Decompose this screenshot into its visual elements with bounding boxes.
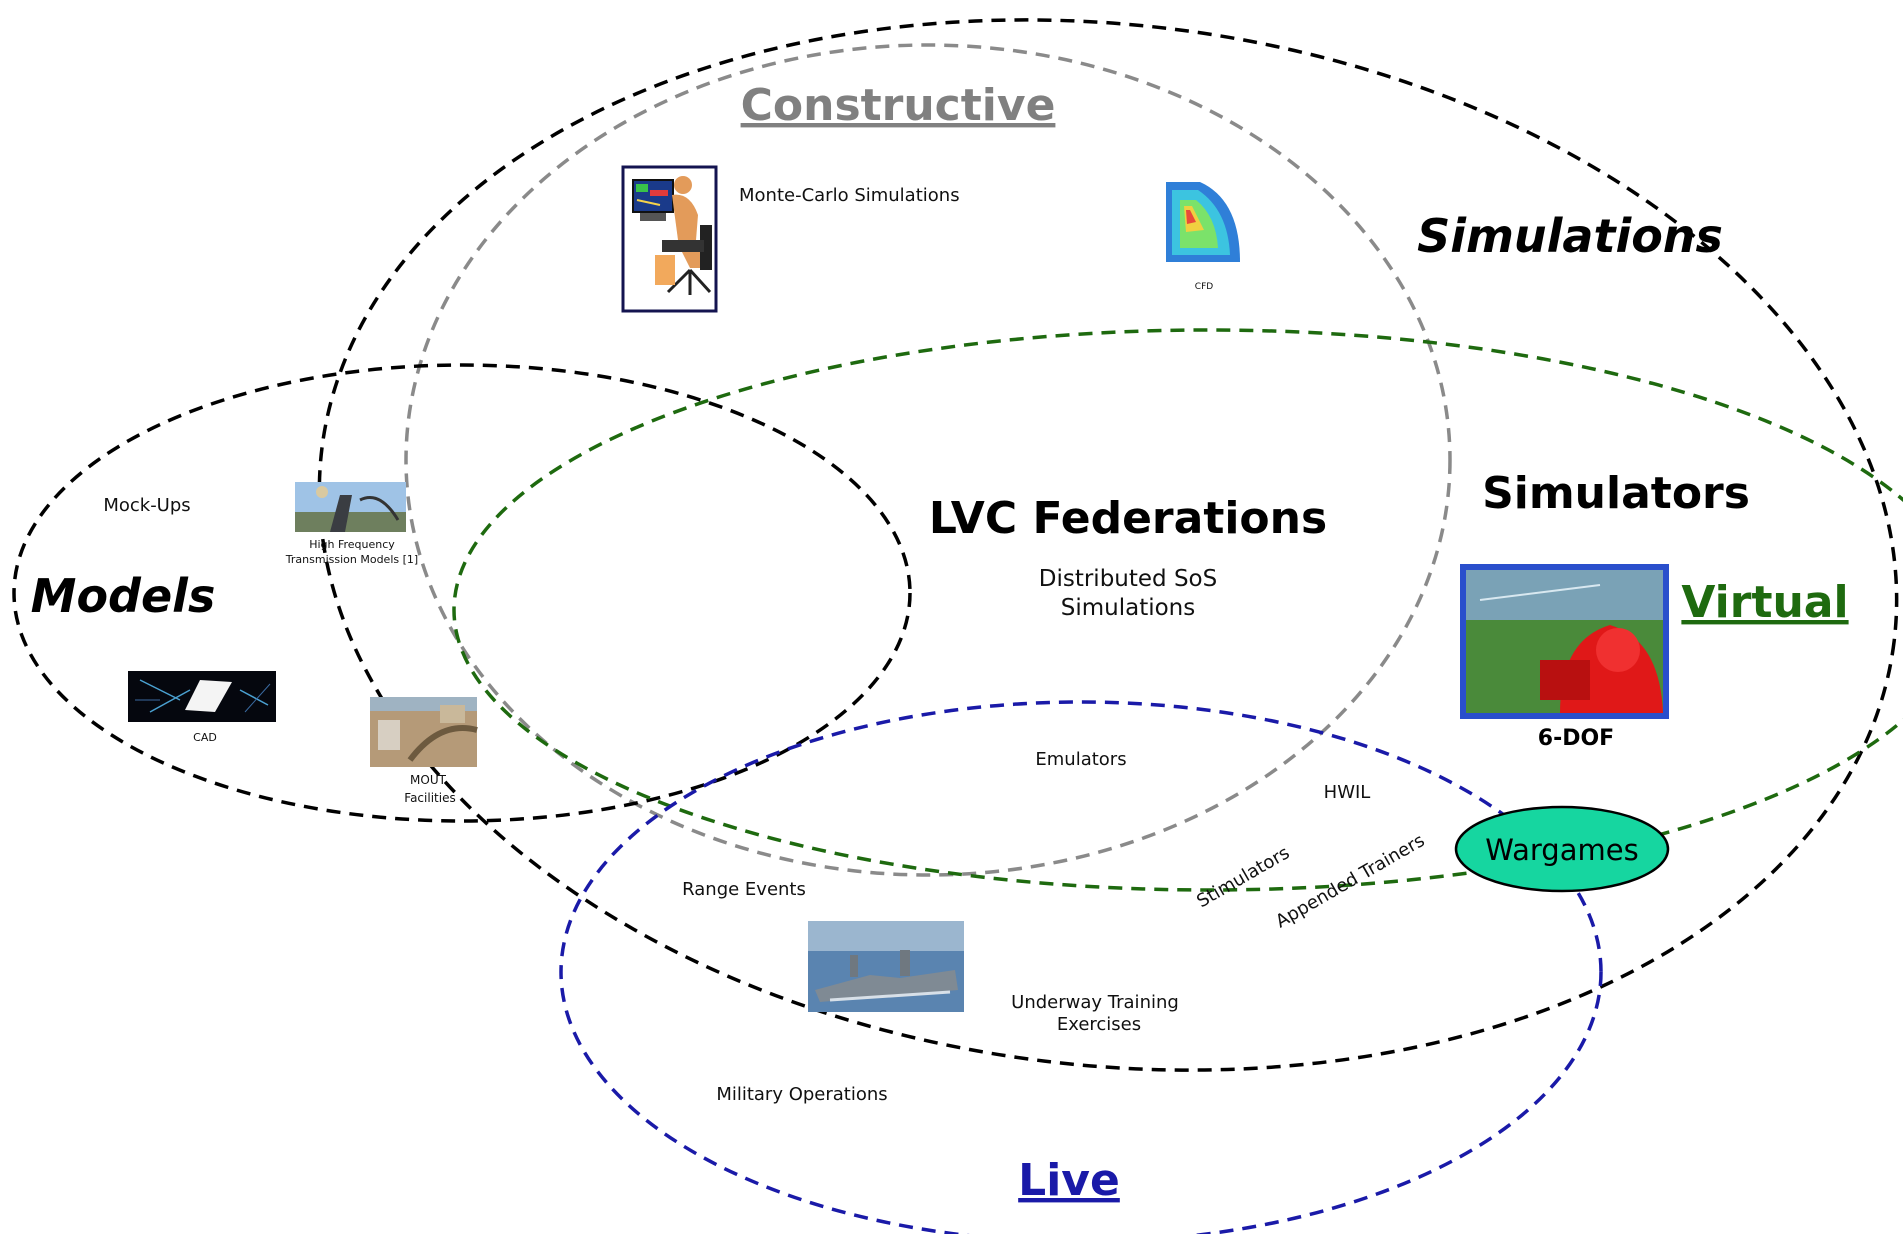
hf-label-line1: High Frequency — [309, 538, 395, 551]
mock-ups-label: Mock-Ups — [103, 495, 190, 516]
six-dof-image — [1460, 564, 1669, 719]
mout-label-line1: MOUT — [410, 773, 447, 787]
models-ellipse — [12, 363, 912, 823]
live-title: Live — [1018, 1155, 1120, 1206]
six-dof-label: 6-DOF — [1538, 726, 1614, 751]
cfd-label: CFD — [1195, 282, 1213, 292]
cfd-image — [1166, 180, 1240, 262]
mout-label-line2: Facilities — [404, 791, 455, 805]
military-operations-label: Military Operations — [716, 1084, 887, 1105]
center-line2: Simulations — [1061, 595, 1196, 621]
ships-image — [808, 921, 964, 1012]
monte-carlo-label: Monte-Carlo Simulations — [739, 185, 960, 206]
range-events-label: Range Events — [682, 879, 806, 900]
mout-image — [370, 697, 478, 767]
virtual-title: Virtual — [1681, 577, 1848, 628]
underway-label-line2: Exercises — [1057, 1014, 1141, 1035]
wargames-node: Wargames — [1454, 805, 1670, 893]
virtual-ellipse — [452, 328, 1903, 892]
simulations-ellipse — [317, 18, 1899, 1072]
hwil-label: HWIL — [1324, 782, 1371, 803]
cad-image — [128, 671, 276, 722]
hf-label-line2: Transmission Models [1] — [285, 553, 418, 566]
appended-trainers-label: Appended Trainers — [1272, 830, 1428, 932]
stimulators-label: Stimulators — [1193, 842, 1293, 912]
simulators-title: Simulators — [1482, 468, 1750, 519]
center-line1: Distributed SoS — [1039, 566, 1217, 592]
constructive-title: Constructive — [741, 80, 1056, 131]
simulations-title: Simulations — [1417, 209, 1723, 263]
emulators-label: Emulators — [1035, 749, 1126, 770]
models-title: Models — [31, 569, 216, 623]
constructive-ellipse — [404, 43, 1452, 877]
hf-image — [295, 482, 406, 532]
monte-carlo-image — [621, 165, 718, 313]
live-ellipse — [559, 700, 1603, 1234]
lvc-federations-title: LVC Federations — [929, 493, 1327, 544]
wargames-label: Wargames — [1485, 833, 1638, 867]
underway-label-line1: Underway Training — [1011, 992, 1179, 1013]
cad-label: CAD — [193, 731, 217, 744]
